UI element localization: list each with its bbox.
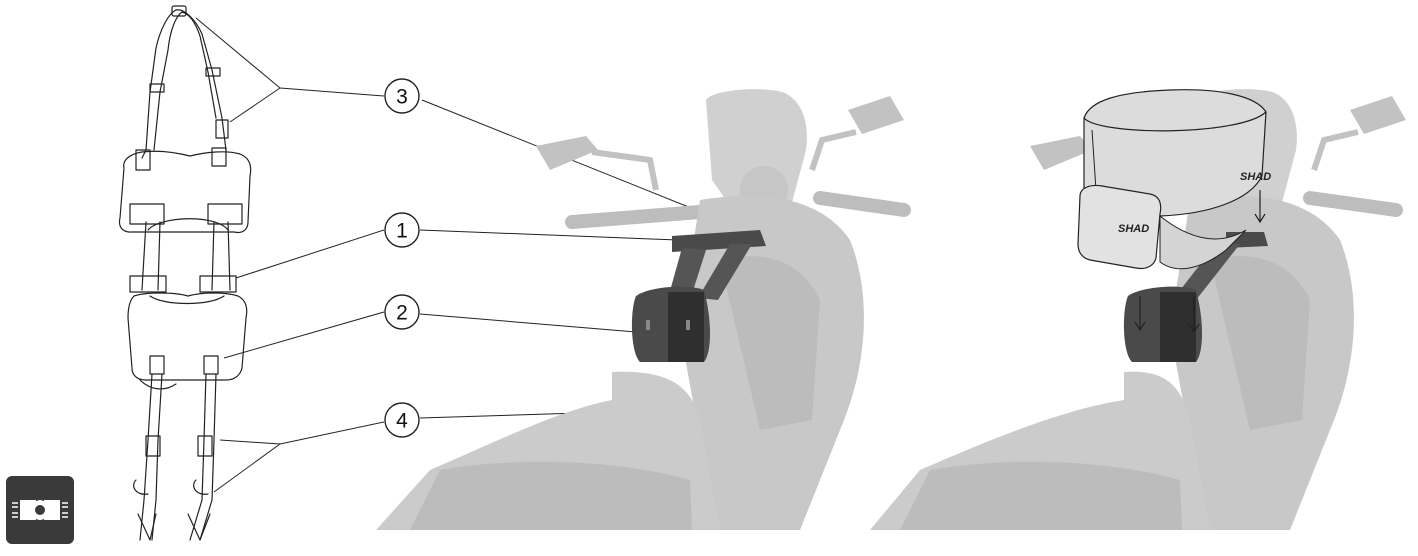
harness-illustration xyxy=(119,6,250,540)
scooter-with-harness xyxy=(376,89,904,530)
strap-mount-icon xyxy=(6,476,74,544)
callout-4-label: 4 xyxy=(396,410,408,433)
callout-3: 3 xyxy=(385,79,419,113)
callout-1-label: 1 xyxy=(396,220,408,243)
bag-main-brand: SHAD xyxy=(1240,171,1271,183)
callout-2: 2 xyxy=(385,295,419,329)
callout-4: 4 xyxy=(385,403,419,437)
callout-2-label: 2 xyxy=(396,302,408,325)
bag-side-brand: SHAD xyxy=(1118,223,1149,235)
scooter-with-bag: SHAD SHAD xyxy=(870,89,1406,530)
callout-1: 1 xyxy=(385,213,419,247)
callout-3-label: 3 xyxy=(396,86,408,109)
